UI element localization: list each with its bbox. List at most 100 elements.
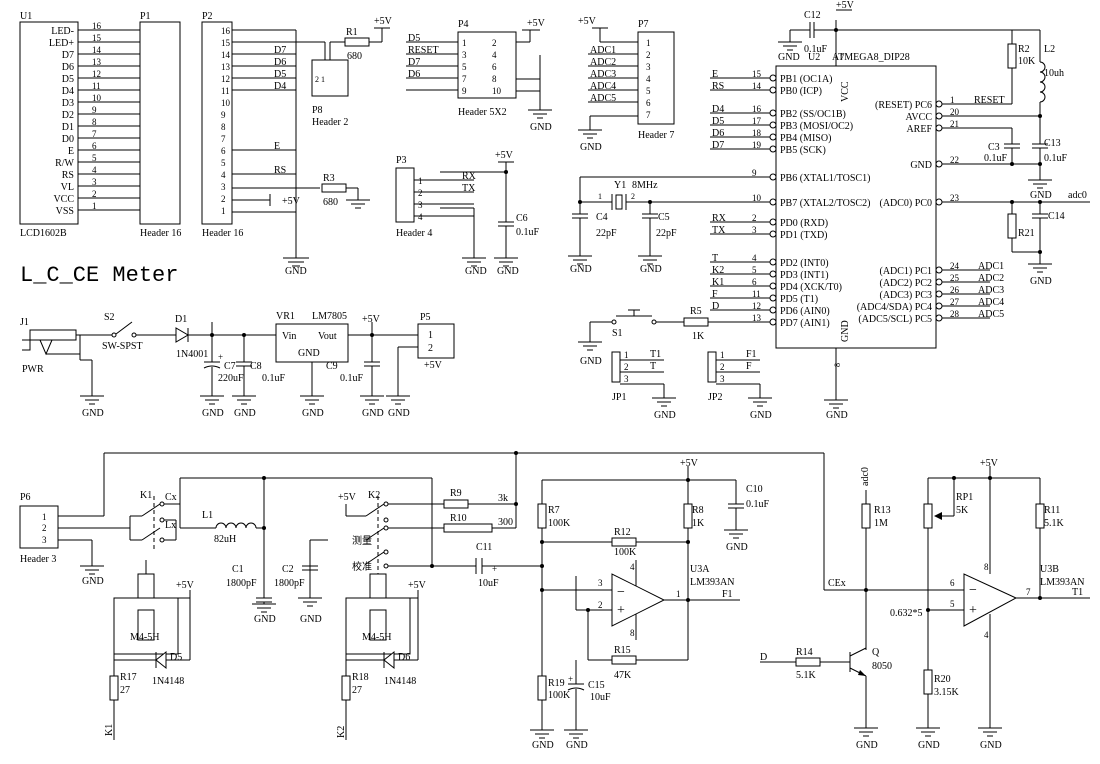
mcu-right-pin: (ADC1) PC1 xyxy=(879,266,932,277)
c12-val: 0.1uF xyxy=(804,44,828,55)
k2-relay-val: M4-5H xyxy=(362,632,391,643)
mcu-pin-bubble xyxy=(935,278,943,286)
mcu-right-pin: (RESET) PC6 xyxy=(875,100,932,111)
mcu-right-pin: (ADC5/SCL) PC5 xyxy=(858,314,932,325)
p4-net: D6 xyxy=(408,69,420,80)
u3b-minus: − xyxy=(969,583,977,598)
r20-gnd: GND xyxy=(918,740,940,751)
p2-pin-num: 12 xyxy=(221,74,230,84)
mcu-vcc-num: 7 xyxy=(840,53,844,62)
c7-val: 220uF xyxy=(218,373,244,384)
p5-gnd: GND xyxy=(388,408,410,419)
mcu-name: ATMEGA8_DIP28 xyxy=(832,52,910,63)
mcu-right-pin: GND xyxy=(910,160,932,171)
c15-ref: C15 xyxy=(588,680,605,691)
k1-relay-5v: +5V xyxy=(176,580,195,591)
p2-pin-num: 6 xyxy=(221,146,226,156)
mcu-left-net: D6 xyxy=(712,128,724,139)
p5-pin1: 1 xyxy=(428,330,433,341)
mcu-left-num: 18 xyxy=(752,128,762,138)
u3a-pin3: 3 xyxy=(598,578,603,588)
lcd-pin-num: 2 xyxy=(92,189,97,199)
jumper-jp2: 1 2 3 F1 F GND JP2 xyxy=(707,349,772,421)
c7-gnd: GND xyxy=(202,408,224,419)
r11-val: 5.1K xyxy=(1044,518,1065,529)
q-ref: Q xyxy=(872,647,880,658)
mcu-pin-bubble xyxy=(935,160,943,168)
mcu-pin-bubble xyxy=(769,270,777,278)
mcu-left-num: 16 xyxy=(752,104,762,114)
q-gnd: GND xyxy=(856,740,878,751)
c15-val: 10uF xyxy=(590,692,611,703)
r20-val: 3.15K xyxy=(934,687,960,698)
c13-val: 0.1uF xyxy=(1044,153,1068,164)
c7-plus: + xyxy=(218,352,223,362)
c9-gnd: GND xyxy=(362,408,384,419)
j1-pwr: PWR xyxy=(22,364,44,375)
mcu-pin-bubble xyxy=(769,258,777,266)
lcd-pin-num: 8 xyxy=(92,117,97,127)
r17-ref: R17 xyxy=(120,672,137,683)
jp2-ref: JP2 xyxy=(708,392,722,403)
p2-pin-num: 9 xyxy=(221,110,226,120)
mcu-pin-bubble xyxy=(769,282,777,290)
c5-ref: C5 xyxy=(658,212,670,223)
reset-gnd: GND xyxy=(1030,190,1052,201)
mcu-gnd-label: GND xyxy=(840,320,851,342)
p1-ref: P1 xyxy=(140,11,151,22)
p4-pin-num: 6 xyxy=(492,62,497,72)
mcu-5v: +5V xyxy=(836,0,855,11)
lcd-pin-label: VCC xyxy=(53,194,74,205)
p5-5v: +5V xyxy=(424,360,443,371)
switch-s1: S1 R5 1K GND xyxy=(578,306,756,367)
p2-pin-num: 5 xyxy=(221,158,226,168)
p2-5v-label: +5V xyxy=(282,196,301,207)
p2-net: D5 xyxy=(274,69,286,80)
u3b-ref: U3B xyxy=(1040,564,1059,575)
c4-gnd: GND xyxy=(570,264,592,275)
p2-pin-num: 11 xyxy=(221,86,230,96)
vr1-vin: Vin xyxy=(282,331,296,342)
p7-pin-num: 2 xyxy=(646,50,651,60)
r1-5v: +5V xyxy=(374,16,393,27)
ce-ref-voltage: 0.632*5 xyxy=(890,608,923,619)
mcu-left-pin: PD4 (XCK/T0) xyxy=(780,282,842,293)
mcu-left-net: K2 xyxy=(712,265,724,276)
k1-relay-val: M4-5H xyxy=(130,632,159,643)
p3-gnd: GND xyxy=(465,266,487,277)
mcu-pin-bubble xyxy=(769,306,777,314)
gnd-label: GND xyxy=(285,266,307,277)
y1-pin1: 1 xyxy=(598,192,602,201)
p5-pin2: 2 xyxy=(428,343,433,354)
p6-gnd: GND xyxy=(82,576,104,587)
l2-val: 10uh xyxy=(1044,68,1064,79)
resistor-r1: R1 680 +5V xyxy=(232,16,393,72)
mcu-left-num: 14 xyxy=(752,81,762,91)
lcd-pin-num: 1 xyxy=(92,201,97,211)
lcd-pin-num: 4 xyxy=(92,165,97,175)
u3a-val: LM393AN xyxy=(690,577,734,588)
mcu-left-pin: PB0 (ICP) xyxy=(780,86,822,97)
mcu-right-num: 21 xyxy=(950,119,959,129)
mcu-left-num: 19 xyxy=(752,140,762,150)
u3b-pin6: 6 xyxy=(950,578,955,588)
mcu-ref: U2 xyxy=(808,52,820,63)
vr1-val: LM7805 xyxy=(312,311,347,322)
mcu-left-net: F xyxy=(712,289,718,300)
c6-val: 0.1uF xyxy=(516,227,540,238)
mcu-left-pin: PD5 (T1) xyxy=(780,294,818,305)
u3b-pin8: 8 xyxy=(984,562,989,572)
p7-gnd: GND xyxy=(580,142,602,153)
s2-ref: S2 xyxy=(104,312,115,323)
r19-val: 100K xyxy=(548,690,571,701)
u3a-out-f1: F1 xyxy=(722,589,733,600)
c15-gnd: GND xyxy=(566,740,588,751)
p2-pin-num: 1 xyxy=(221,206,226,216)
u3b-plus: + xyxy=(969,603,977,618)
jp2-pin3: 3 xyxy=(720,374,725,384)
r15-val: 47K xyxy=(614,670,632,681)
lcd-pin-label: D2 xyxy=(62,110,74,121)
mcu-left-pin: PB3 (MOSI/OC2) xyxy=(780,121,853,132)
lcd-pin-num: 7 xyxy=(92,129,97,139)
mcu-right-pin: (ADC2) PC2 xyxy=(879,278,932,289)
